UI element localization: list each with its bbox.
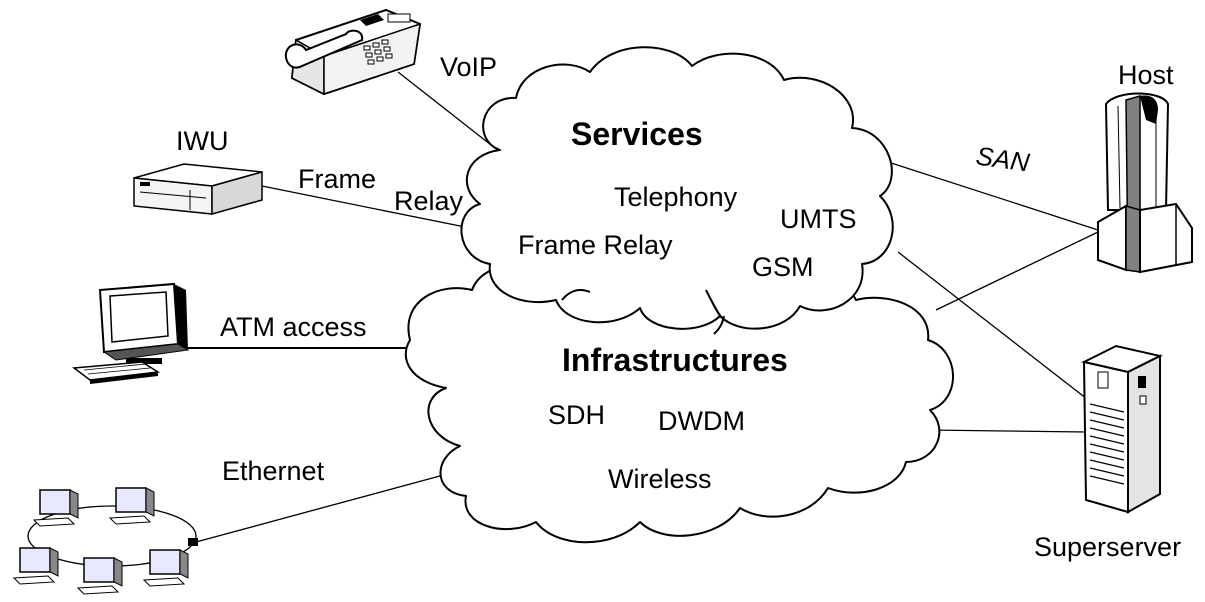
service-telephony: Telephony (614, 182, 738, 212)
host-infra-link (935, 231, 1099, 311)
infra-wireless: Wireless (608, 464, 712, 494)
host-label: Host (1118, 60, 1174, 90)
voip-label: VoIP (440, 52, 498, 82)
lan-workstation-icon (12, 547, 59, 585)
lan-workstation-icon (32, 489, 79, 527)
ethernet-link (195, 469, 463, 543)
infrastructures-title: Infrastructures (562, 342, 788, 378)
infra-sdh: SDH (548, 400, 606, 430)
services-cloud-detail (561, 289, 725, 335)
services-title: Services (571, 116, 703, 152)
voip-link (397, 71, 501, 153)
lan-icon (12, 487, 198, 595)
san-label: SAN (974, 140, 1032, 178)
infra-superserver-link (925, 429, 1087, 433)
relay-label: Relay (394, 186, 464, 216)
frame-relay-link (261, 185, 471, 229)
service-gsm: GSM (752, 252, 814, 282)
atm-access-label: ATM access (220, 312, 367, 342)
lan-workstation-icon (108, 487, 155, 525)
ethernet-label: Ethernet (222, 456, 325, 486)
lan-workstation-icon (76, 557, 123, 595)
host-icon (1097, 92, 1193, 274)
service-frame-relay: Frame Relay (518, 230, 673, 260)
lan-workstation-icon (142, 549, 189, 587)
telephone-icon (284, 8, 422, 96)
services-cloud (460, 46, 894, 330)
superserver-label: Superserver (1034, 532, 1182, 562)
infra-dwdm: DWDM (658, 406, 745, 436)
superserver-icon (1081, 344, 1163, 514)
pc-icon (71, 282, 190, 384)
iwu-icon (133, 163, 263, 215)
service-umts: UMTS (780, 204, 857, 234)
frame-label: Frame (298, 164, 377, 194)
san-link (881, 159, 1099, 231)
services-superserver-link (897, 251, 1097, 407)
iwu-label: IWU (176, 126, 229, 156)
